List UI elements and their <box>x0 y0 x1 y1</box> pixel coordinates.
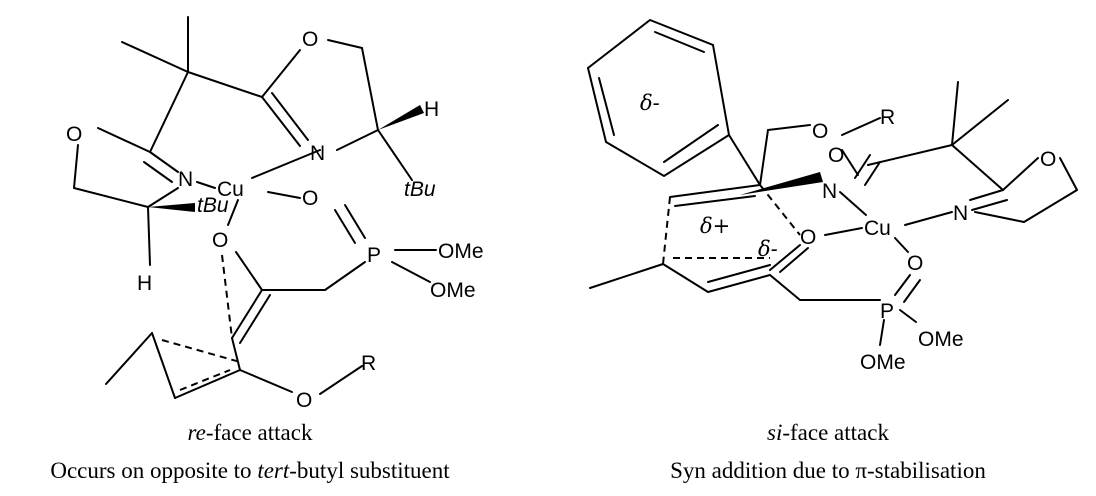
right-structure: O R O O N N Cu O O P OMe OMe δ- δ+ δ- <box>586 18 1078 374</box>
right-r: R <box>880 106 895 129</box>
right-charge-minus: δ- <box>758 237 778 261</box>
right-caption-attack: -face attack <box>782 420 889 445</box>
left-caption-line1: re-face attack <box>0 420 500 446</box>
right-o-enol: O <box>800 226 816 249</box>
right-caption-syn: Syn addition due to π-stabilisation <box>670 458 986 483</box>
right-ome-1: OMe <box>918 328 964 351</box>
left-p: P <box>367 244 381 267</box>
right-o-top: O <box>812 120 828 143</box>
right-caption-line2: Syn addition due to π-stabilisation <box>580 458 1076 484</box>
left-h-top: H <box>424 98 439 121</box>
left-o-top: O <box>302 28 318 51</box>
left-caption-attack: -face attack <box>205 420 313 445</box>
left-n-left: N <box>178 168 193 191</box>
left-tbu-center: tBu <box>197 194 229 217</box>
left-r: R <box>361 352 376 375</box>
left-caption-face: re <box>187 420 206 445</box>
left-ome-2: OMe <box>430 279 476 302</box>
left-o-enol: O <box>212 229 228 252</box>
left-caption-suffix: -butyl substituent <box>289 458 450 483</box>
left-h-bottom: H <box>137 272 152 295</box>
left-structure: O O N N Cu O O P OMe OMe O R H H tBu tBu <box>66 16 484 412</box>
left-o-ether: O <box>296 389 312 412</box>
left-cu: Cu <box>217 178 244 201</box>
right-o-mid: O <box>828 144 844 167</box>
right-o-cu: O <box>907 252 923 275</box>
right-ome-2: OMe <box>860 351 906 374</box>
left-caption-tert: tert <box>257 458 290 483</box>
right-caption-line1: si-face attack <box>580 420 1076 446</box>
right-n-mid: N <box>822 180 837 203</box>
right-o-ring: O <box>1040 148 1056 171</box>
right-cu: Cu <box>864 217 891 240</box>
right-n-right: N <box>953 202 968 225</box>
right-p: P <box>880 300 894 323</box>
left-tbu-right: tBu <box>404 178 436 201</box>
left-n-right: N <box>310 142 325 165</box>
left-o-left: O <box>66 123 82 146</box>
left-o-cu: O <box>302 187 318 210</box>
right-charge-ring: δ- <box>640 91 660 115</box>
left-caption-line2: Occurs on opposite to tert-butyl substit… <box>0 458 500 484</box>
left-caption-prefix: Occurs on opposite to <box>50 458 258 483</box>
right-caption-face: si <box>767 420 783 445</box>
right-charge-plus: δ+ <box>700 214 730 238</box>
left-ome-1: OMe <box>438 240 484 263</box>
